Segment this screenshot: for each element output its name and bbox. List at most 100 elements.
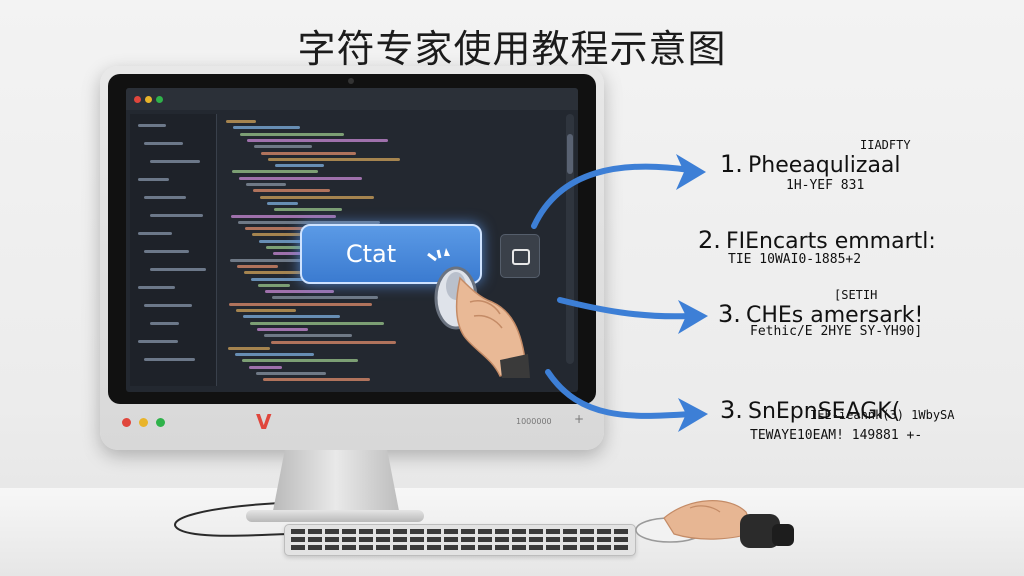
code-line bbox=[257, 327, 308, 331]
code-line bbox=[266, 246, 316, 249]
code-line bbox=[232, 170, 318, 174]
chin-dots bbox=[122, 418, 165, 427]
code-line bbox=[254, 145, 312, 149]
green-dot bbox=[156, 418, 165, 427]
sidebar-item[interactable] bbox=[144, 196, 186, 199]
arrow-head-1 bbox=[676, 154, 706, 190]
key-row[interactable] bbox=[291, 545, 629, 550]
keyboard[interactable] bbox=[284, 524, 636, 556]
code-line bbox=[240, 132, 344, 136]
step-heading: SnEpnSEAGK( bbox=[748, 399, 901, 424]
code-line bbox=[235, 353, 314, 357]
window-controls bbox=[134, 96, 163, 103]
step-subtext: TEWAYE10EAM! 149881 +- bbox=[750, 428, 923, 443]
code-line bbox=[267, 201, 298, 205]
code-line bbox=[263, 378, 370, 382]
sidebar-item[interactable] bbox=[138, 178, 169, 181]
code-line bbox=[242, 359, 358, 363]
code-line bbox=[265, 290, 334, 294]
pointing-hand-icon bbox=[434, 266, 530, 378]
step-tag: [SETIH bbox=[834, 288, 878, 302]
arrow-head-3 bbox=[678, 398, 708, 432]
chin-label: 1000000 bbox=[516, 417, 552, 426]
step-1: 1. Pheeaqulizaal IIADFTY 1H-YEF 831 bbox=[720, 138, 1010, 193]
code-line bbox=[275, 164, 324, 168]
code-line bbox=[238, 220, 380, 224]
code-line bbox=[260, 195, 374, 199]
step-subtext: TIE 10WAI0-1885+2 bbox=[728, 252, 862, 267]
maximize-dot[interactable] bbox=[156, 96, 163, 103]
code-line bbox=[271, 340, 396, 344]
step-number: 3. bbox=[720, 396, 743, 424]
step-subtext: 1H-YEF 831 bbox=[786, 178, 865, 193]
key-row[interactable] bbox=[291, 529, 629, 534]
code-line bbox=[264, 334, 352, 338]
cursor-click-icon bbox=[426, 246, 456, 274]
sidebar-item[interactable] bbox=[150, 268, 206, 271]
cta-button-label: Ctat bbox=[345, 240, 397, 268]
step-number: 2. bbox=[698, 226, 721, 254]
close-dot[interactable] bbox=[134, 96, 141, 103]
code-line bbox=[274, 208, 342, 212]
key-row[interactable] bbox=[291, 537, 629, 542]
step-number: 3. bbox=[718, 300, 741, 328]
code-line bbox=[258, 283, 290, 287]
sidebar-item[interactable] bbox=[144, 358, 195, 361]
code-line bbox=[239, 176, 362, 180]
step-4: 3. SnEpnSEAGK( IEE-ieannk(3) 1WbySA TEWA… bbox=[720, 396, 1010, 443]
scrollbar[interactable] bbox=[566, 114, 574, 364]
step-3: 3. CHEs amersark! [SETIH Fethic/E 2HYE S… bbox=[718, 288, 1008, 339]
chin-plus: + bbox=[574, 412, 585, 426]
code-line bbox=[229, 302, 372, 306]
code-line bbox=[250, 321, 384, 325]
sidebar-item[interactable] bbox=[150, 214, 203, 217]
monitor-stand-base bbox=[246, 510, 424, 522]
red-dot bbox=[122, 418, 131, 427]
code-line bbox=[253, 189, 330, 193]
code-line bbox=[236, 309, 296, 312]
code-line bbox=[247, 138, 388, 142]
sidebar-item[interactable] bbox=[138, 124, 166, 127]
step-heading: FIEncarts emmartl: bbox=[726, 229, 936, 254]
code-line bbox=[256, 372, 326, 375]
step-subtext: Fethic/E 2HYE SY-YH90] bbox=[750, 324, 923, 339]
window-icon bbox=[512, 249, 530, 265]
code-line bbox=[226, 120, 256, 123]
code-line bbox=[268, 157, 400, 161]
minimize-dot[interactable] bbox=[145, 96, 152, 103]
code-line bbox=[230, 258, 354, 262]
code-line bbox=[244, 271, 322, 275]
file-sidebar[interactable] bbox=[130, 114, 217, 386]
code-line bbox=[249, 365, 282, 369]
step-tag: IEE-ieannk(3) 1WbySA bbox=[810, 408, 955, 422]
window-widget[interactable] bbox=[500, 234, 540, 278]
step-tag: IIADFTY bbox=[860, 138, 911, 152]
sidebar-item[interactable] bbox=[144, 142, 183, 145]
page-title: 字符专家使用教程示意图 bbox=[297, 27, 727, 71]
sidebar-item[interactable] bbox=[138, 340, 178, 343]
sidebar-item[interactable] bbox=[138, 232, 172, 235]
window-titlebar bbox=[126, 88, 578, 110]
step-number: 1. bbox=[720, 150, 743, 178]
code-line bbox=[231, 214, 336, 218]
sidebar-item[interactable] bbox=[138, 286, 175, 289]
code-line bbox=[245, 227, 304, 231]
code-line bbox=[243, 315, 340, 319]
sidebar-item[interactable] bbox=[150, 160, 200, 163]
step-heading: Pheeaqulizaal bbox=[748, 153, 901, 178]
monitor-stand bbox=[272, 450, 400, 516]
camera-icon bbox=[348, 78, 354, 84]
step-2: 2. FIEncarts emmartl: TIE 10WAI0-1885+2 bbox=[698, 226, 998, 267]
code-line bbox=[228, 346, 270, 350]
arrow-head-2 bbox=[678, 300, 708, 334]
code-line bbox=[272, 296, 378, 300]
code-line bbox=[233, 126, 300, 130]
scrollbar-thumb[interactable] bbox=[567, 134, 573, 174]
sidebar-item[interactable] bbox=[150, 322, 179, 325]
sidebar-item[interactable] bbox=[144, 304, 192, 307]
brand-logo: V bbox=[256, 410, 272, 434]
sidebar-item[interactable] bbox=[144, 250, 189, 253]
step-heading: CHEs amersark! bbox=[746, 303, 924, 328]
